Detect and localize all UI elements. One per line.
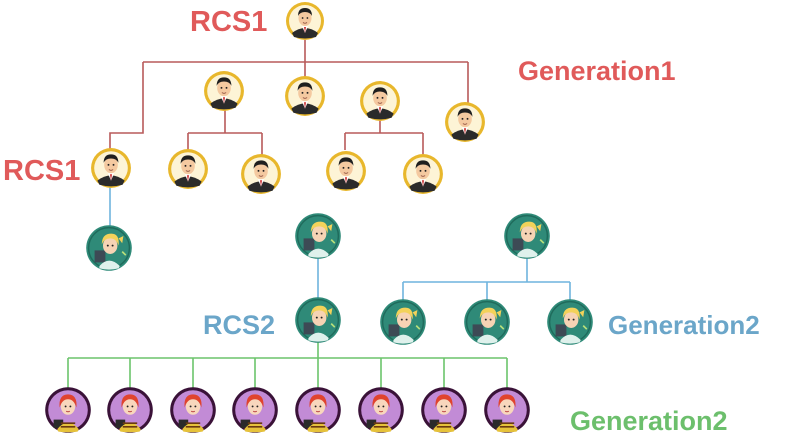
blond-worker-avatars bbox=[85, 212, 594, 346]
generation2-blue-label: Generation2 bbox=[608, 310, 760, 340]
connector-right-subtree bbox=[344, 118, 424, 156]
businessman-avatar-icon bbox=[203, 70, 245, 112]
connector-rcs2-to-workers bbox=[67, 342, 508, 390]
businessman-avatar-icon bbox=[402, 153, 444, 195]
businessman-avatars bbox=[90, 1, 486, 195]
businessman-avatar-icon bbox=[325, 150, 367, 192]
businessman-avatar-icon bbox=[359, 80, 401, 122]
businessman-avatar-icon bbox=[167, 148, 209, 190]
generation2-green-connectors bbox=[67, 342, 508, 390]
redhead-worker-avatar-icon bbox=[420, 386, 468, 434]
redhead-worker-avatar-icon bbox=[106, 386, 154, 434]
connector-top-to-children bbox=[109, 40, 469, 150]
blond-worker-avatar-icon bbox=[503, 212, 551, 260]
connector-blond-right-group bbox=[402, 258, 571, 302]
blond-worker-avatar-icon bbox=[379, 298, 427, 346]
generation2-blue-connectors bbox=[109, 186, 571, 302]
connector-left-subtree bbox=[187, 110, 263, 156]
blond-worker-avatar-icon bbox=[463, 298, 511, 346]
rcs1-top-label: RCS1 bbox=[190, 6, 267, 38]
blond-worker-avatar-icon bbox=[546, 298, 594, 346]
businessman-avatar-icon bbox=[90, 147, 132, 189]
redhead-worker-avatar-icon bbox=[357, 386, 405, 434]
businessman-avatar-icon bbox=[284, 75, 326, 117]
redhead-worker-avatar-icon bbox=[294, 386, 342, 434]
businessman-avatar-icon bbox=[444, 101, 486, 143]
blond-worker-avatar-icon bbox=[294, 212, 342, 260]
businessman-avatar-icon bbox=[240, 153, 282, 195]
businessman-avatar-icon bbox=[285, 1, 325, 41]
redhead-worker-avatars bbox=[44, 386, 531, 434]
generation2-green-label: Generation2 bbox=[570, 406, 728, 436]
generation1-connectors bbox=[109, 40, 469, 156]
redhead-worker-avatar-icon bbox=[483, 386, 531, 434]
redhead-worker-avatar-icon bbox=[44, 386, 92, 434]
generation1-label: Generation1 bbox=[518, 56, 676, 86]
blond-worker-avatar-icon bbox=[294, 296, 342, 344]
redhead-worker-avatar-icon bbox=[231, 386, 279, 434]
rcs2-label: RCS2 bbox=[203, 310, 275, 340]
redhead-worker-avatar-icon bbox=[169, 386, 217, 434]
rcs1-left-label: RCS1 bbox=[3, 155, 80, 187]
blond-worker-avatar-icon bbox=[85, 224, 133, 272]
